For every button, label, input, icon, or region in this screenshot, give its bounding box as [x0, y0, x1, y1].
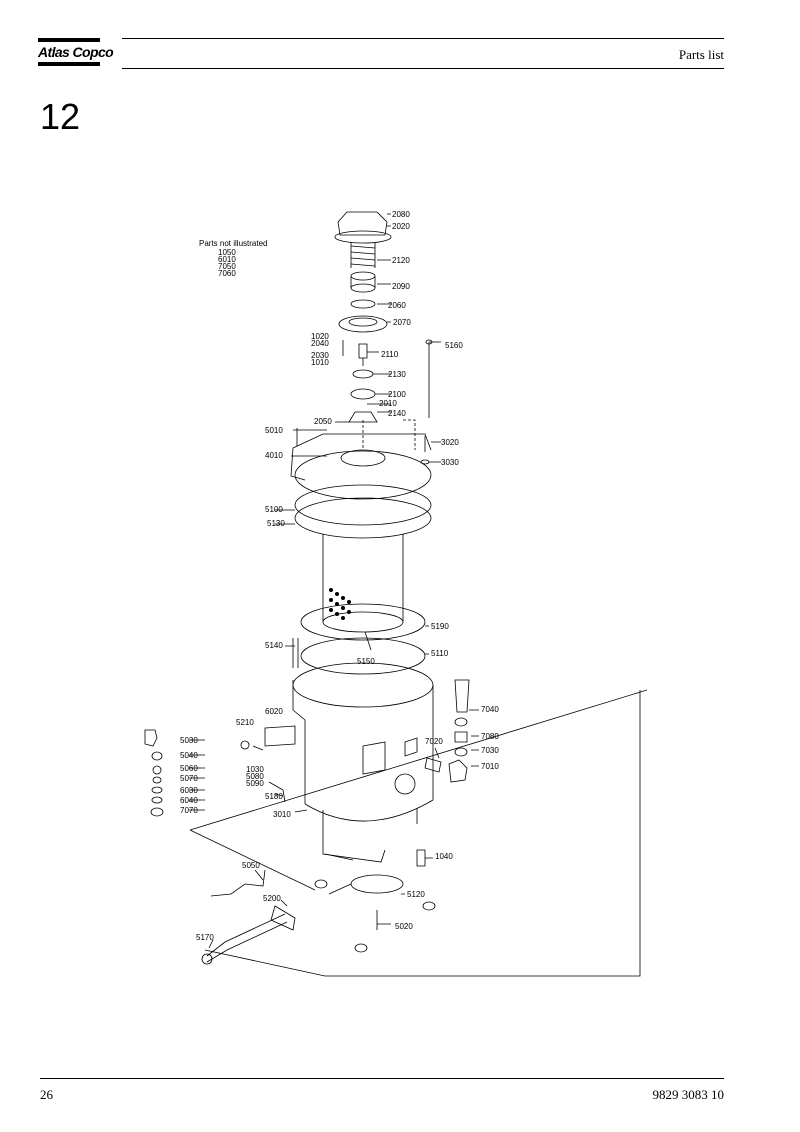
callout-6020: 6020 — [265, 707, 283, 716]
callout-2020: 2020 — [392, 222, 410, 231]
header-title: Parts list — [678, 47, 724, 62]
callout-2040: 2040 — [311, 339, 329, 348]
not-illustrated-item: 6010 — [218, 255, 236, 264]
callout-5030: 5030 — [180, 736, 198, 745]
callout-5210: 5210 — [236, 718, 254, 727]
callout-1020: 1020 — [311, 332, 329, 341]
not-illustrated-heading: Parts not illustrated — [199, 239, 267, 248]
callout-7070: 7070 — [180, 806, 198, 815]
callout-2010: 2010 — [379, 399, 397, 408]
callout-7040: 7040 — [481, 705, 499, 714]
callout-2060: 2060 — [388, 301, 406, 310]
callout-6030: 6030 — [180, 786, 198, 795]
callout-5130: 5130 — [267, 519, 285, 528]
callout-3010: 3010 — [273, 810, 291, 819]
callout-5070: 5070 — [180, 774, 198, 783]
not-illustrated-item: 1050 — [218, 248, 236, 257]
callout-3030: 3030 — [441, 458, 459, 467]
callout-7010: 7010 — [481, 762, 499, 771]
callout-5060: 5060 — [180, 764, 198, 773]
callout-5120: 5120 — [407, 890, 425, 899]
parts-diagram: Parts not illustrated 1050 6010 7050 706… — [95, 190, 648, 980]
atlas-copco-logo: Atlas Copco — [38, 38, 114, 66]
callout-5160: 5160 — [445, 341, 463, 350]
not-illustrated-item: 7060 — [218, 269, 236, 278]
callout-5200: 5200 — [263, 894, 281, 903]
callout-5040: 5040 — [180, 751, 198, 760]
callout-7030: 7030 — [481, 746, 499, 755]
header-rule-bottom — [122, 68, 724, 69]
page-number: 26 — [40, 1087, 53, 1102]
callout-1040: 1040 — [435, 852, 453, 861]
callout-2130: 2130 — [388, 370, 406, 379]
callout-5080: 5080 — [246, 772, 264, 781]
callout-5150: 5150 — [357, 657, 375, 666]
callout-2110: 2110 — [381, 350, 399, 359]
callout-5010: 5010 — [265, 426, 283, 435]
callout-6040: 6040 — [180, 796, 198, 805]
callout-2090: 2090 — [392, 282, 410, 291]
callout-2100: 2100 — [388, 390, 406, 399]
not-illustrated-item: 7050 — [218, 262, 236, 271]
callout-2120: 2120 — [392, 256, 410, 265]
callout-2070: 2070 — [393, 318, 411, 327]
callout-2140: 2140 — [388, 409, 406, 418]
document-number: 9829 3083 10 — [652, 1087, 725, 1102]
callout-5020: 5020 — [395, 922, 413, 931]
callout-4010: 4010 — [265, 451, 283, 460]
callout-5100: 5100 — [265, 505, 283, 514]
logo-text: Atlas Copco — [38, 44, 114, 60]
callout-5110: 5110 — [431, 649, 449, 658]
callout-2080: 2080 — [392, 210, 410, 219]
callout-5170: 5170 — [196, 933, 214, 942]
callout-3020: 3020 — [441, 438, 459, 447]
logo-bar-top — [38, 38, 100, 42]
callout-5090: 5090 — [246, 779, 264, 788]
callout-7080: 7080 — [481, 732, 499, 741]
callout-2050: 2050 — [314, 417, 332, 426]
footer-rule — [40, 1078, 724, 1079]
callout-1010: 1010 — [311, 358, 329, 367]
callout-1030: 1030 — [246, 765, 264, 774]
header-rule-top — [122, 38, 724, 39]
section-number: 12 — [40, 96, 81, 137]
logo-bar-bottom — [38, 62, 100, 66]
callout-5180: 5180 — [265, 792, 283, 801]
callout-7020: 7020 — [425, 737, 443, 746]
callout-5050: 5050 — [242, 861, 260, 870]
callout-2030: 2030 — [311, 351, 329, 360]
callout-5140: 5140 — [265, 641, 283, 650]
exploded-view-drawing: Parts not illustrated 1050 6010 7050 706… — [144, 210, 648, 977]
callout-5190: 5190 — [431, 622, 449, 631]
